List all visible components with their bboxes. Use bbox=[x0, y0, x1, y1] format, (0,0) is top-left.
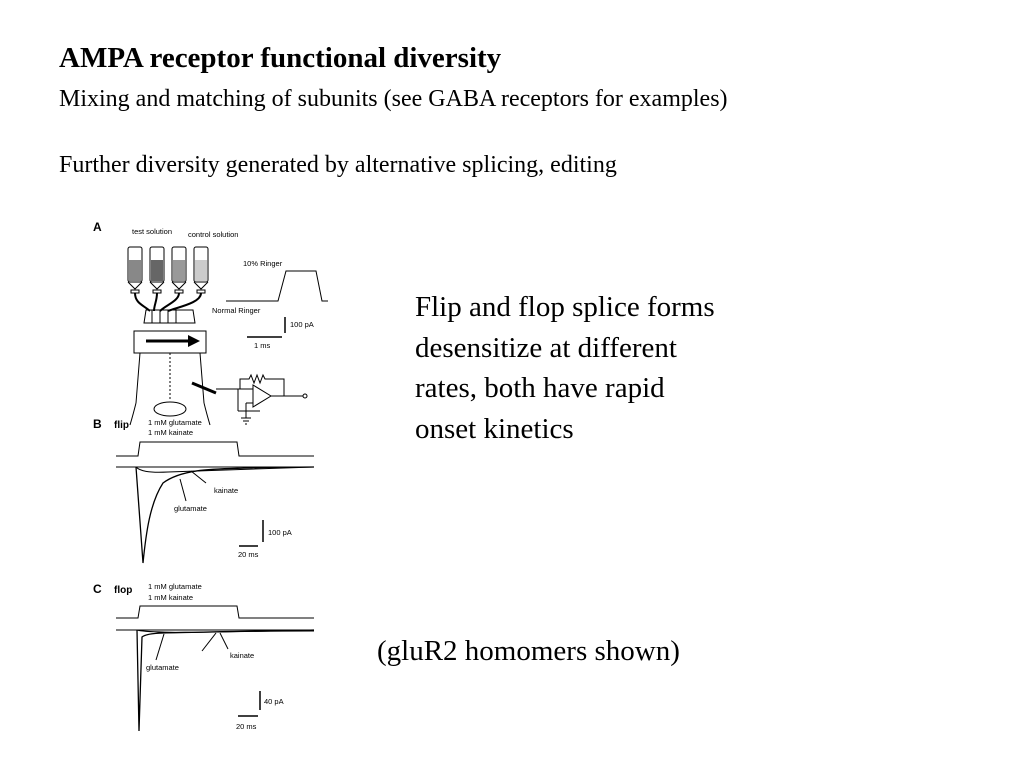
panel-b-agonist-2: 1 mM kainate bbox=[148, 428, 193, 437]
panel-c-kainate-label: kainate bbox=[230, 651, 254, 660]
normal-ringer-label: Normal Ringer bbox=[212, 306, 261, 315]
panel-b-agonist-1: 1 mM glutamate bbox=[148, 418, 202, 427]
body-text: Flip and flop splice forms desensitize a… bbox=[415, 287, 715, 449]
test-solution-label: test solution bbox=[132, 227, 172, 236]
body-line-4: onset kinetics bbox=[415, 412, 574, 445]
figure-panel: A test solution control solution bbox=[88, 213, 328, 738]
syringe-icons bbox=[127, 246, 209, 294]
panel-b-letter: B bbox=[93, 417, 102, 431]
figure-svg: A test solution control solution bbox=[93, 220, 328, 732]
subtitle-line-2: Further diversity generated by alternati… bbox=[59, 152, 617, 178]
note-text: (gluR2 homomers shown) bbox=[377, 635, 680, 667]
panel-b-scale-time: 20 ms bbox=[238, 550, 259, 559]
flow-arrow-icon bbox=[146, 335, 200, 347]
amplifier-icon bbox=[216, 373, 308, 425]
body-line-2: desensitize at different bbox=[415, 331, 677, 364]
panel-c-name: flop bbox=[114, 585, 132, 596]
body-line-1: Flip and flop splice forms bbox=[415, 291, 715, 323]
slide-title: AMPA receptor functional diversity bbox=[59, 42, 502, 74]
panel-c-scale-current: 40 pA bbox=[264, 697, 284, 706]
ringer-10-label: 10% Ringer bbox=[243, 259, 283, 268]
subtitle-line-1: Mixing and matching of subunits (see GAB… bbox=[59, 86, 728, 112]
panel-b-scale-current: 100 pA bbox=[268, 528, 292, 537]
panel-b-name: flip bbox=[114, 420, 129, 431]
panel-c-glutamate-label: glutamate bbox=[146, 663, 179, 672]
body-line-3: rates, both have rapid bbox=[415, 372, 665, 404]
panel-c-agonist-2: 1 mM kainate bbox=[148, 593, 193, 602]
panel-c-letter: C bbox=[93, 582, 102, 596]
panel-a-scale-current: 100 pA bbox=[290, 320, 314, 329]
panel-b-glutamate-label: glutamate bbox=[174, 504, 207, 513]
panel-b-kainate-label: kainate bbox=[214, 486, 238, 495]
control-solution-label: control solution bbox=[188, 230, 238, 239]
panel-c-scale-time: 20 ms bbox=[236, 722, 257, 731]
panel-a-letter: A bbox=[93, 220, 102, 234]
panel-c-agonist-1: 1 mM glutamate bbox=[148, 582, 202, 591]
panel-a-scale-time: 1 ms bbox=[254, 341, 271, 350]
